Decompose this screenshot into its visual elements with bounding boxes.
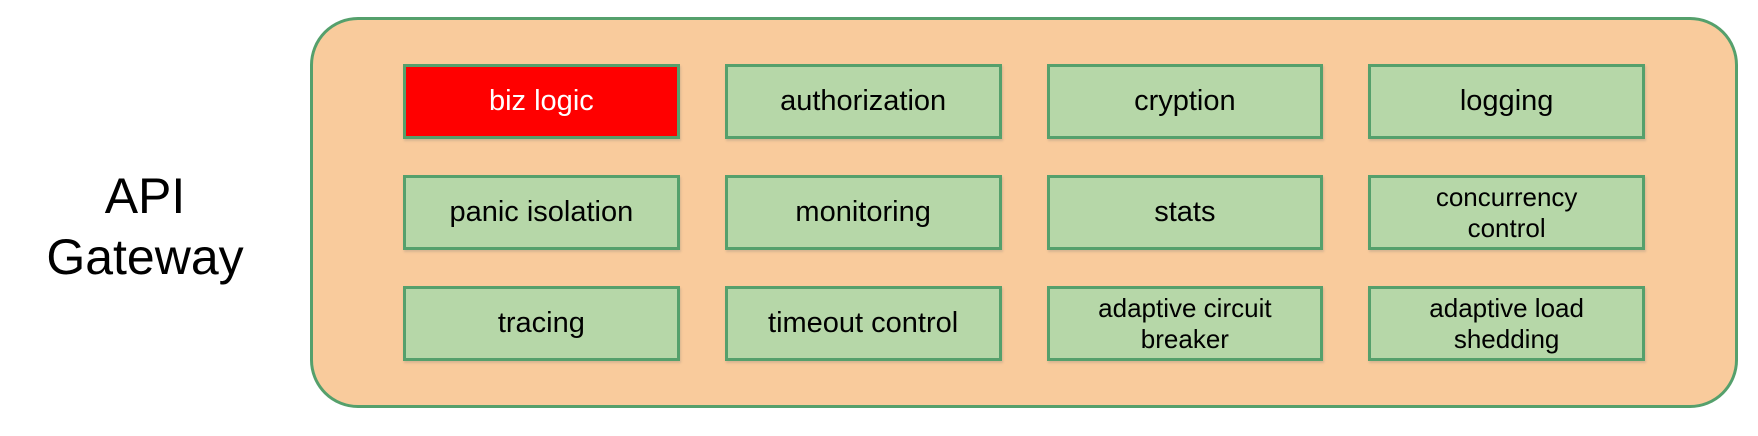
api-gateway-label: API Gateway — [0, 166, 290, 288]
module-box-monitoring: monitoring — [724, 175, 1002, 250]
module-box-timeout-control: timeout control — [724, 286, 1002, 361]
module-grid: biz logic authorization cryption logging… — [313, 20, 1735, 405]
module-box-tracing: tracing — [403, 286, 680, 361]
api-gateway-label-line1: API — [104, 168, 186, 224]
module-box-stats: stats — [1046, 175, 1324, 250]
module-box-logging: logging — [1368, 64, 1645, 139]
module-box-biz-logic: biz logic — [403, 64, 680, 139]
module-box-cryption: cryption — [1046, 64, 1324, 139]
api-gateway-label-line2: Gateway — [46, 229, 244, 285]
module-box-authorization: authorization — [724, 64, 1002, 139]
module-box-adaptive-load-shedding: adaptive load shedding — [1368, 286, 1645, 361]
module-box-adaptive-circuit-breaker: adaptive circuit breaker — [1046, 286, 1324, 361]
api-gateway-container: biz logic authorization cryption logging… — [310, 17, 1738, 408]
module-box-panic-isolation: panic isolation — [403, 175, 680, 250]
module-box-concurrency-control: concurrency control — [1368, 175, 1645, 250]
